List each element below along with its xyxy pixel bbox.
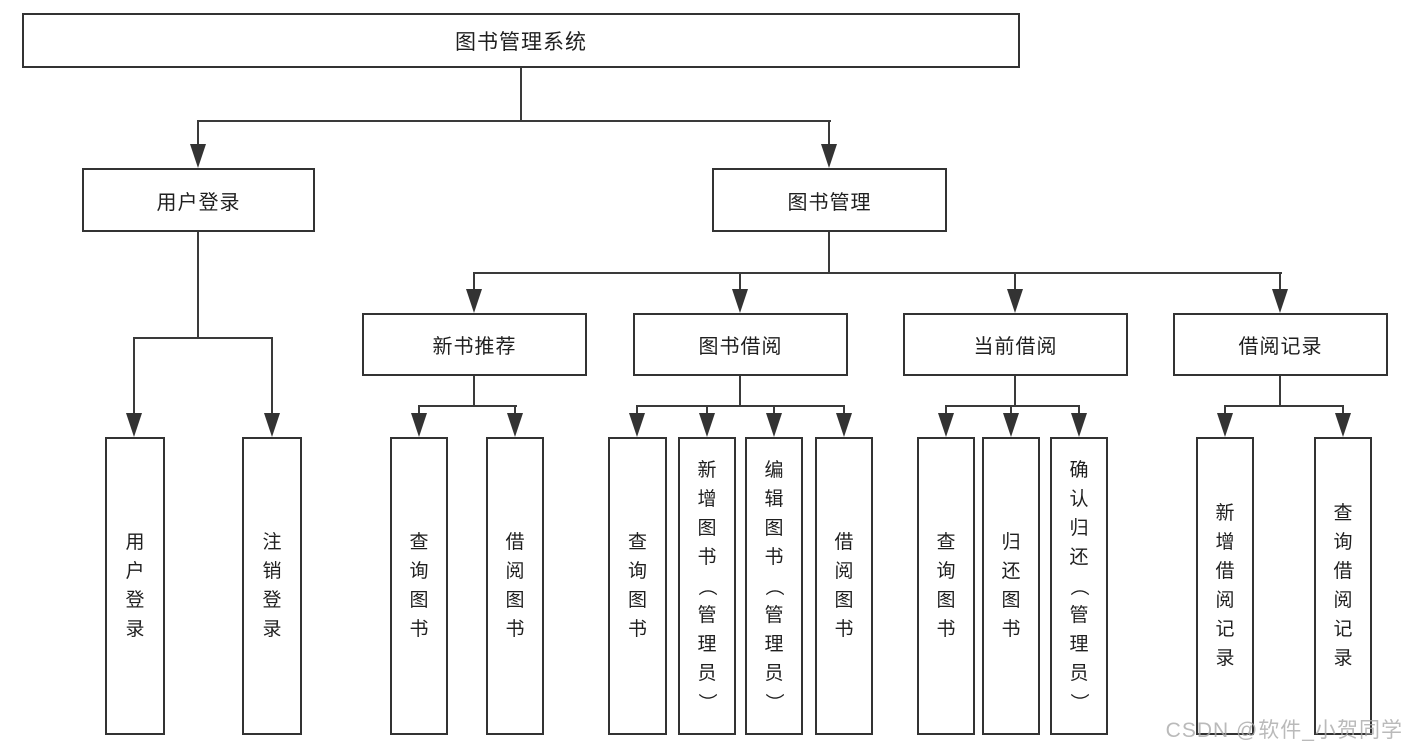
connector-borrow-records-horizontal [1224, 405, 1344, 407]
arrowhead-leaf [766, 413, 782, 437]
node-label: 图书管理系统 [455, 30, 587, 54]
connector-stub-leaf [1078, 405, 1080, 417]
connector-stub-new-book [473, 272, 475, 292]
connector-stub-leaf [418, 405, 420, 417]
leaf-query-books-recommend: 查询图书 [390, 437, 448, 735]
connector-stub-leaf [773, 405, 775, 417]
leaf-label: 归还图书 [1001, 532, 1021, 640]
node-library-management-system: 图书管理系统 [22, 13, 1020, 68]
leaf-label: 用户登录 [125, 532, 145, 640]
leaf-add-borrow-record: 新增借阅记录 [1196, 437, 1254, 735]
arrowhead-book-management [821, 144, 837, 168]
leaf-label: 注销登录 [262, 532, 282, 640]
arrowhead-leaf [699, 413, 715, 437]
node-book-borrow: 图书借阅 [633, 313, 848, 376]
arrowhead-current-borrow [1007, 289, 1023, 313]
arrowhead-leaf [1217, 413, 1233, 437]
connector-user-login-down [197, 232, 199, 339]
leaf-borrow-books-recommend: 借阅图书 [486, 437, 544, 735]
connector-stub-leaf [636, 405, 638, 417]
connector-stub-borrow-records [1279, 272, 1281, 292]
leaf-user-login: 用户登录 [105, 437, 165, 735]
leaf-confirm-return-admin: 确认归还（管理员） [1050, 437, 1108, 735]
connector-stub-book-management [828, 120, 830, 148]
leaf-add-books-admin: 新增图书（管理员） [678, 437, 736, 735]
leaf-label: 编辑图书（管理员） [763, 459, 785, 712]
connector-stub-leaf [1010, 405, 1012, 417]
connector-stub-book-borrow [739, 272, 741, 292]
arrowhead-leaf [938, 413, 954, 437]
connector-root-down [520, 68, 522, 122]
arrowhead-user-login [190, 144, 206, 168]
arrowhead-new-book [466, 289, 482, 313]
node-label: 图书借阅 [698, 336, 783, 358]
leaf-label: 查询图书 [936, 532, 956, 640]
connector-stub-logout-leaf [271, 337, 273, 417]
connector-level2-horizontal [197, 120, 831, 122]
node-label: 当前借阅 [973, 336, 1058, 358]
connector-stub-leaf [843, 405, 845, 417]
connector-current-borrow-down [1014, 376, 1016, 407]
leaf-label: 确认归还（管理员） [1068, 459, 1090, 712]
connector-stub-leaf [706, 405, 708, 417]
connector-stub-leaf [945, 405, 947, 417]
connector-new-book-horizontal [418, 405, 517, 407]
leaf-label: 借阅图书 [505, 532, 525, 640]
connector-stub-current-borrow [1014, 272, 1016, 292]
connector-book-borrow-down [739, 376, 741, 407]
connector-user-login-horizontal [133, 337, 273, 339]
arrowhead-leaf [1071, 413, 1087, 437]
connector-stub-leaf [514, 405, 516, 417]
node-current-borrow: 当前借阅 [903, 313, 1128, 376]
leaf-borrow-books: 借阅图书 [815, 437, 873, 735]
connector-current-borrow-horizontal [945, 405, 1080, 407]
leaf-logout: 注销登录 [242, 437, 302, 735]
connector-book-borrow-horizontal [636, 405, 845, 407]
arrowhead-leaf [1003, 413, 1019, 437]
leaf-query-books-borrow: 查询图书 [608, 437, 667, 735]
node-label: 用户登录 [156, 191, 241, 214]
leaf-label: 新增借阅记录 [1215, 503, 1235, 669]
node-label: 借阅记录 [1238, 336, 1323, 358]
node-label: 图书管理 [787, 191, 872, 214]
node-user-login: 用户登录 [82, 168, 315, 232]
connector-stub-user-login [197, 120, 199, 148]
leaf-edit-books-admin: 编辑图书（管理员） [745, 437, 803, 735]
csdn-watermark: CSDN @软件_小贺同学 [1165, 719, 1403, 742]
arrowhead-login-leaf [126, 413, 142, 437]
leaf-label: 查询图书 [627, 532, 647, 640]
leaf-query-borrow-record: 查询借阅记录 [1314, 437, 1372, 735]
connector-stub-leaf [1224, 405, 1226, 417]
leaf-return-books: 归还图书 [982, 437, 1040, 735]
arrowhead-leaf [411, 413, 427, 437]
arrowhead-leaf [629, 413, 645, 437]
leaf-label: 查询借阅记录 [1333, 503, 1353, 669]
arrowhead-leaf [1335, 413, 1351, 437]
node-label: 新书推荐 [432, 336, 517, 358]
leaf-label: 借阅图书 [834, 532, 854, 640]
arrowhead-book-borrow [732, 289, 748, 313]
leaf-query-books-current: 查询图书 [917, 437, 975, 735]
node-new-book-recommend: 新书推荐 [362, 313, 587, 376]
leaf-label: 查询图书 [409, 532, 429, 640]
arrowhead-leaf [507, 413, 523, 437]
arrowhead-leaf [836, 413, 852, 437]
connector-level3-horizontal [473, 272, 1282, 274]
arrowhead-borrow-records [1272, 289, 1288, 313]
leaf-label: 新增图书（管理员） [696, 459, 718, 712]
node-book-management: 图书管理 [712, 168, 947, 232]
node-borrow-records: 借阅记录 [1173, 313, 1388, 376]
connector-new-book-down [473, 376, 475, 407]
connector-borrow-records-down [1279, 376, 1281, 407]
connector-stub-login-leaf [133, 337, 135, 417]
arrowhead-logout-leaf [264, 413, 280, 437]
connector-book-management-down [828, 232, 830, 274]
connector-stub-leaf [1342, 405, 1344, 417]
